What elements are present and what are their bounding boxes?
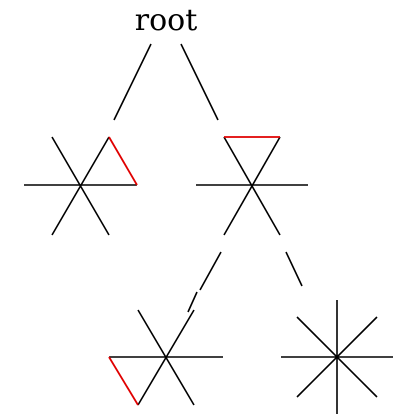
node-3 <box>108 309 223 406</box>
node-1-highlight-edge <box>108 136 138 186</box>
edge-root-to-node-2 <box>180 43 219 121</box>
edge-node-2-to-node-3 <box>187 251 222 313</box>
edge-root-to-node-1 <box>113 43 152 121</box>
node-2 <box>196 136 308 236</box>
node-3-highlight-edge <box>108 356 139 406</box>
edge-node-2-to-node-4 <box>285 251 303 287</box>
root-label: root <box>135 3 198 38</box>
node-1 <box>24 136 138 236</box>
node-4 <box>281 300 393 414</box>
